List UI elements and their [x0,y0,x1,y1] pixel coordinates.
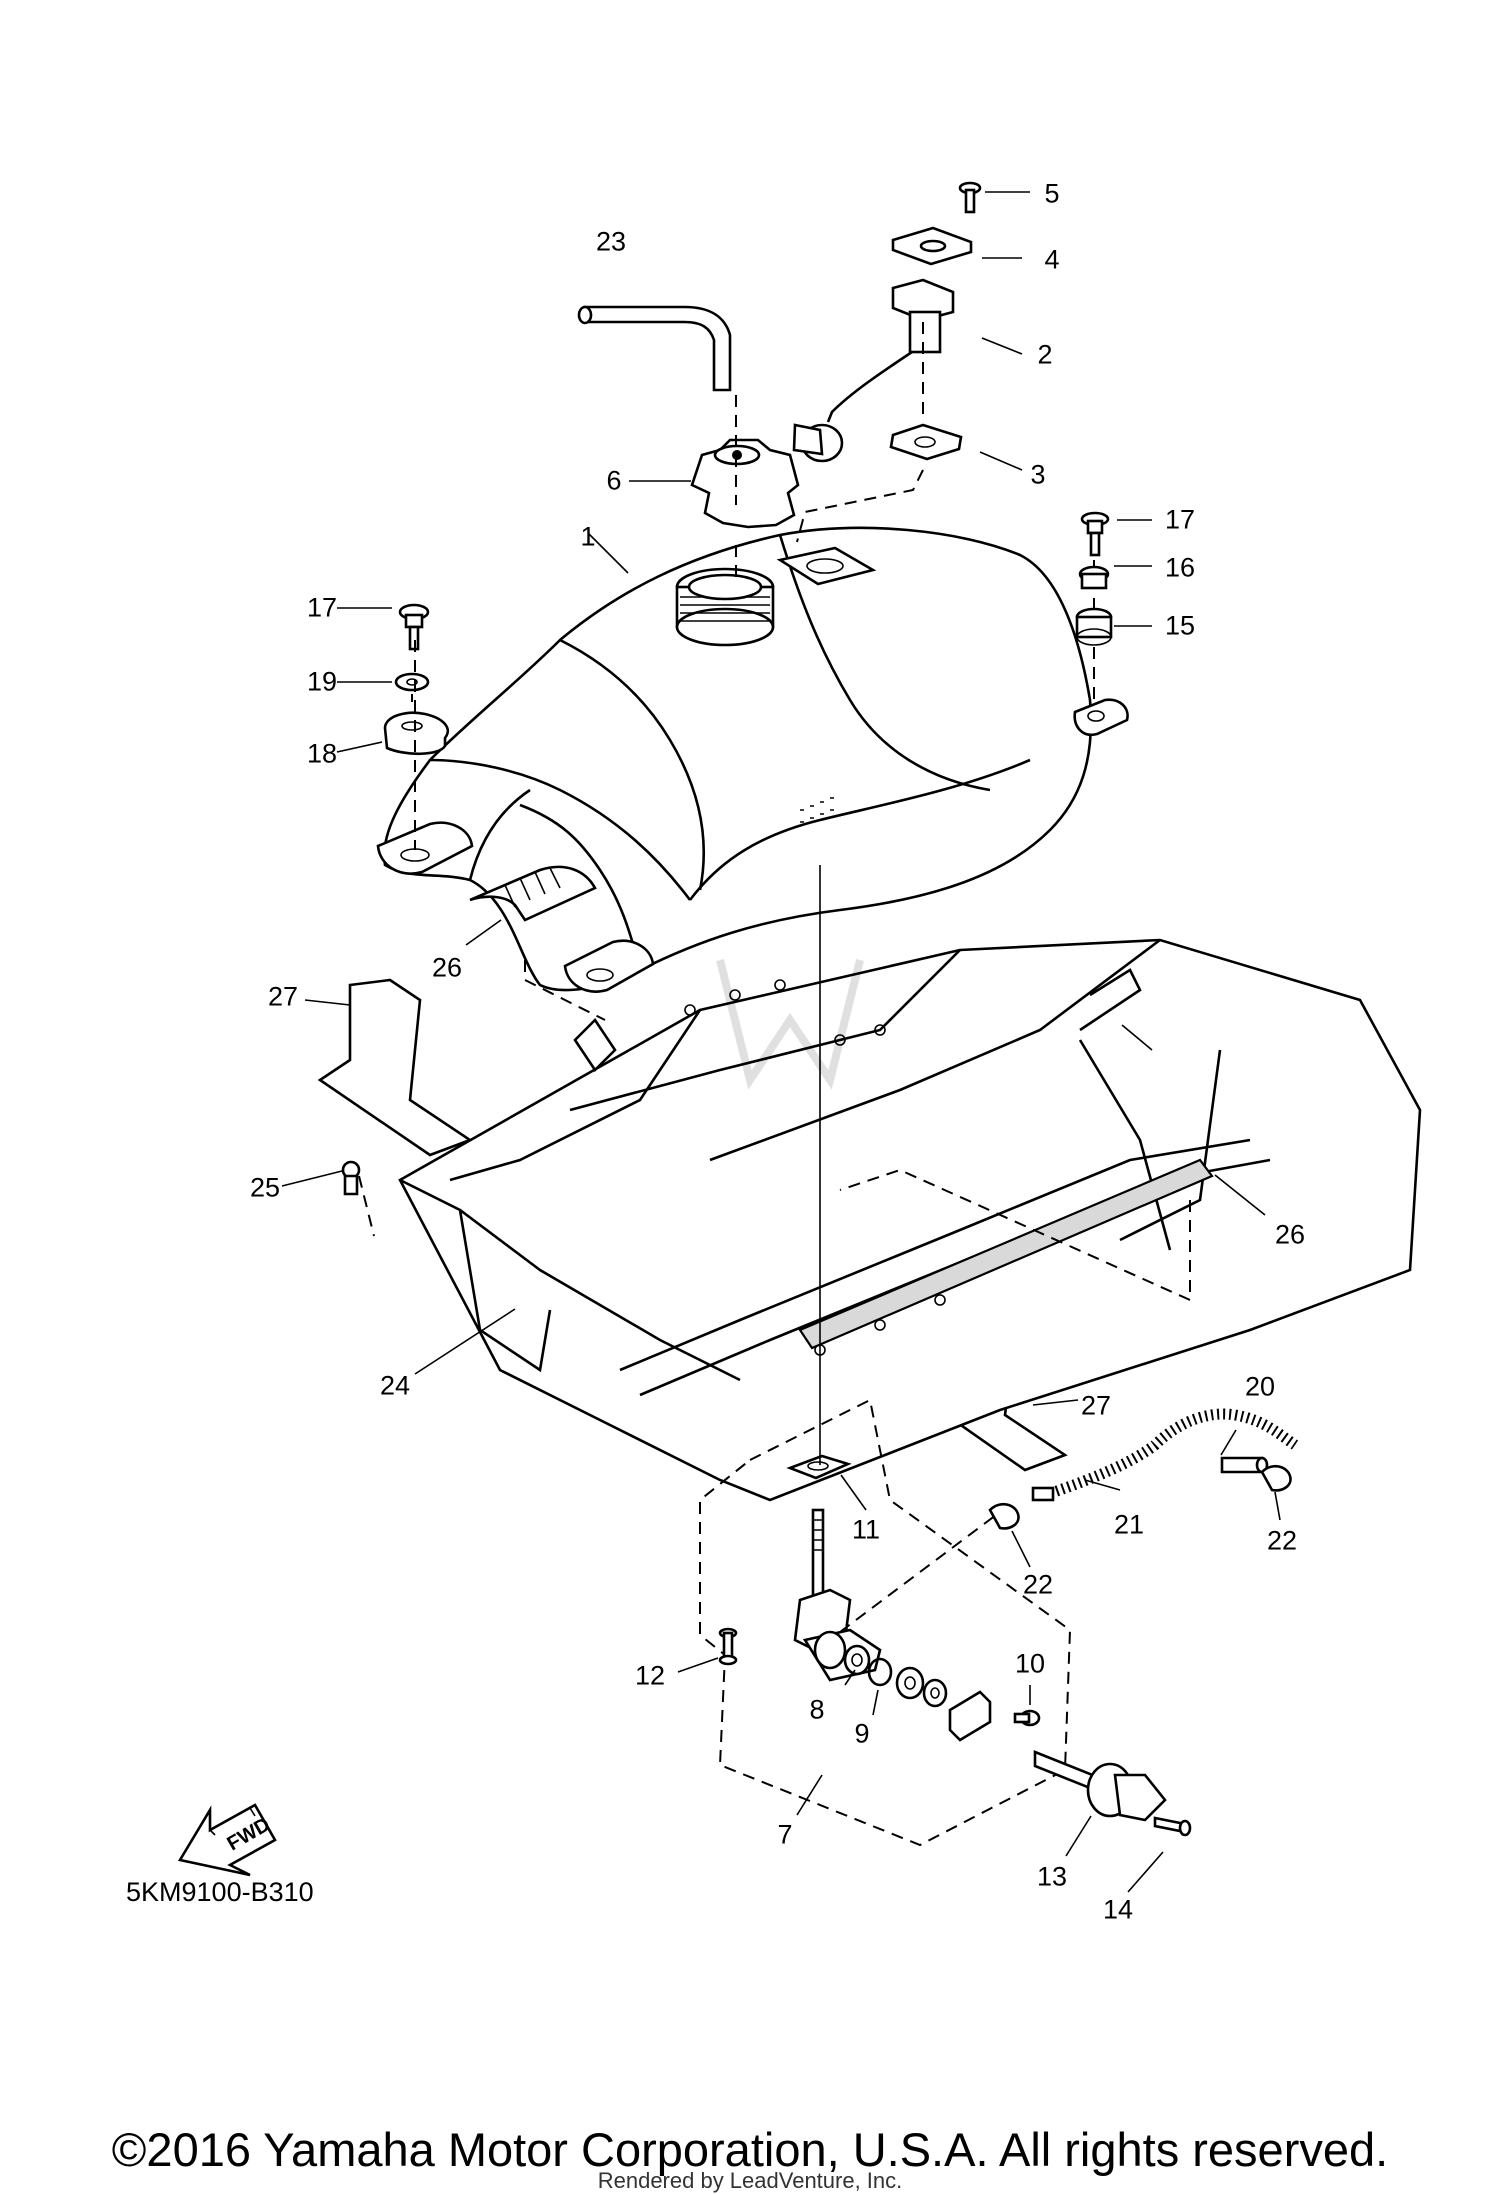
callout-21: 21 [1113,1509,1145,1540]
callout-24: 24 [379,1370,411,1401]
callout-5: 5 [1044,178,1060,209]
screw-14-part [1153,1816,1192,1837]
seal-8-part [843,1644,871,1676]
callout-27-left: 27 [267,981,299,1012]
callout-25: 25 [249,1172,281,1203]
callout-18: 18 [306,738,338,769]
clamp-22-lower-part [988,1502,1020,1530]
callout-26-right: 26 [1274,1219,1306,1250]
cock-plate-part [948,1690,992,1742]
copyright-notice: ©2016 Yamaha Motor Corporation, U.S.A. A… [111,2123,1389,2176]
diagram-code: 5KM9100-B310 [126,1877,314,1907]
screw-10-part [1013,1709,1041,1727]
fuel-tank-part [376,526,1129,993]
hose-fitting-20-part [1220,1456,1269,1474]
callout-9: 9 [854,1718,870,1749]
fuel-sender-part [792,278,955,463]
callout-4: 4 [1044,244,1060,275]
callout-10: 10 [1014,1648,1046,1679]
breather-hose-part [577,305,732,392]
leader-lines [281,191,1281,1893]
bolt-17-right-part [1080,511,1110,557]
reference-lines [358,322,1191,1633]
callout-20: 20 [1244,1371,1276,1402]
fwd-arrow-icon [177,1803,277,1877]
sender-gasket-part [889,423,963,461]
callout-6: 6 [606,465,622,496]
cover-27-left-part [317,978,473,1157]
fuel-cap-part [690,438,800,529]
bolt-17-left-part [398,603,430,651]
damper-26-left-part [469,865,597,922]
damper-15-part [1075,607,1113,646]
callout-12: 12 [634,1660,666,1691]
callout-14: 14 [1102,1894,1134,1925]
clip-25-part [341,1160,361,1196]
hose-end-part [1031,1486,1055,1502]
spring-washer-part [922,1678,948,1708]
lever-13-part [1033,1750,1167,1822]
washer-19-part [394,672,430,692]
o-ring-9-part [867,1657,893,1687]
callout-1: 1 [580,521,596,552]
callout-3: 3 [1030,459,1046,490]
screw-12-part [718,1627,738,1666]
callout-16: 16 [1164,552,1196,583]
callout-19: 19 [306,666,338,697]
callout-17-right: 17 [1164,504,1196,535]
callout-22-left: 22 [1022,1569,1054,1600]
clamp-22-upper-part [1260,1464,1292,1492]
callout-26-left: 26 [431,952,463,983]
screw-5-part [958,181,982,214]
watermark-logo [716,959,864,1090]
fuel-hose-21-part [1043,1408,1299,1501]
fuel-cock-body-part [793,1508,882,1682]
damper-18-part [383,711,450,756]
callout-23: 23 [595,226,627,257]
callout-17-left: 17 [306,592,338,623]
rendered-by-note: Rendered by LeadVenture, Inc. [597,2168,903,2193]
seal-part [895,1666,925,1700]
callout-7: 7 [777,1819,793,1850]
collar-16-part [1078,565,1110,590]
gasket-11-part [786,1454,852,1480]
frame-tray-part [398,938,1422,1502]
callout-15: 15 [1164,610,1196,641]
callout-8: 8 [809,1694,825,1725]
callout-11: 11 [851,1514,881,1545]
callout-27-right: 27 [1080,1390,1112,1421]
callout-22-right: 22 [1266,1525,1298,1556]
fuel-cock-assembly-part [699,1398,1072,1847]
callout-2: 2 [1037,339,1053,370]
sender-plate-part [891,226,973,266]
callout-13: 13 [1036,1861,1068,1892]
